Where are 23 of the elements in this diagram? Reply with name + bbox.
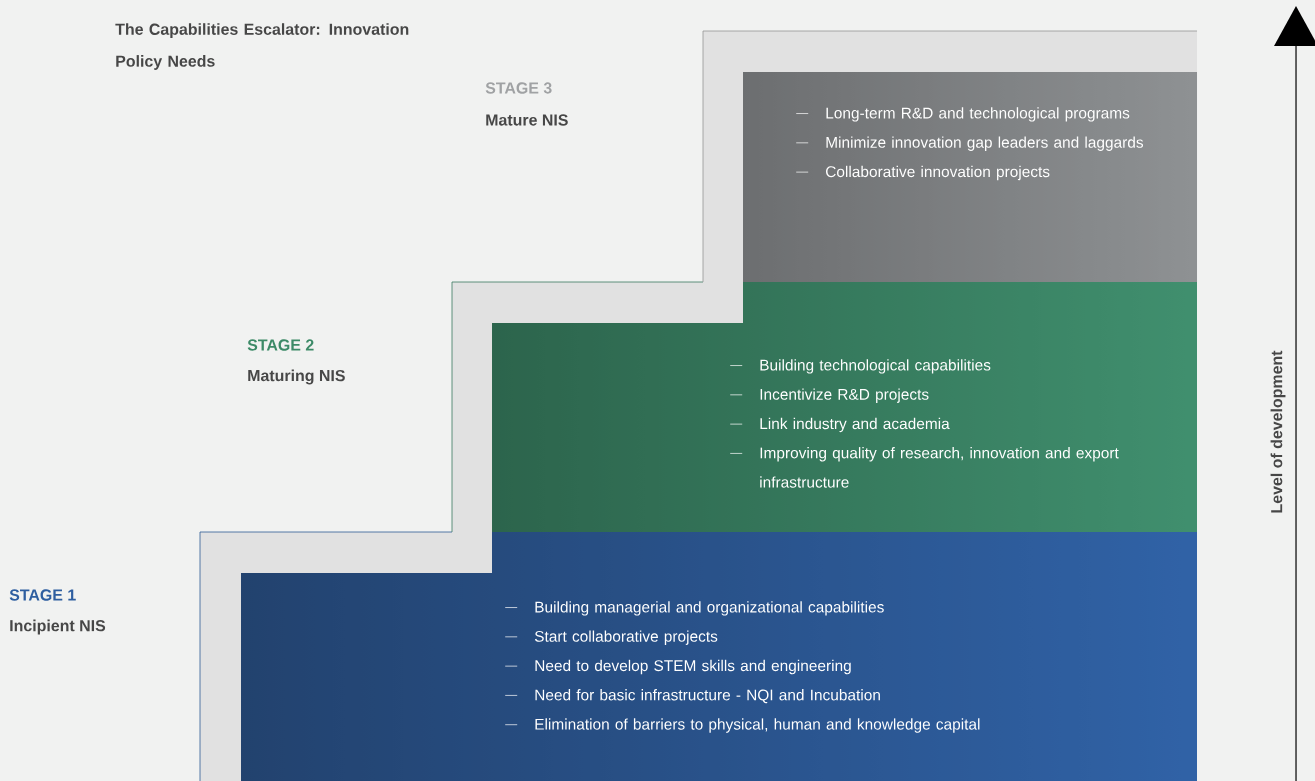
list-item: Building managerial and organizational capabilities: [504, 601, 884, 616]
list-item: Building technological capabilities: [729, 359, 991, 374]
stage-label: STAGE 1: [9, 589, 76, 601]
stage-box: [504, 601, 980, 733]
axis-label: Level of development: [1270, 350, 1286, 513]
list-item: Long-term R&D and technological programs: [795, 107, 1130, 122]
title: The Capabilities Escalator: Innovation Policy Needs: [115, 23, 409, 70]
list-item: Improving quality of research, innovation and export infrastructure: [729, 447, 1119, 488]
list-item: Link industry and academia: [729, 417, 950, 433]
stage-name: Maturing NIS: [248, 369, 345, 385]
list-item: Start collaborative projects: [504, 630, 718, 645]
stage-box: [795, 107, 1144, 181]
stage-name: Mature NIS: [486, 114, 568, 126]
list-item: Incentivize R&D projects: [729, 388, 929, 403]
stage-label: STAGE 3: [485, 82, 552, 94]
list-item: Minimize innovation gap leaders and laggards: [795, 136, 1144, 151]
stage-box: [729, 359, 1119, 488]
list-item: Need for basic infrastructure - NQI and Incubation: [504, 689, 880, 704]
stage-name: Incipient NIS: [10, 619, 106, 635]
stage-label: STAGE 2: [247, 339, 314, 351]
list-item: Need to develop STEM skills and engineering: [504, 659, 851, 675]
list-item: Elimination of barriers to physical, human and knowledge capital: [504, 718, 980, 733]
list-item: Collaborative innovation projects: [795, 165, 1050, 181]
